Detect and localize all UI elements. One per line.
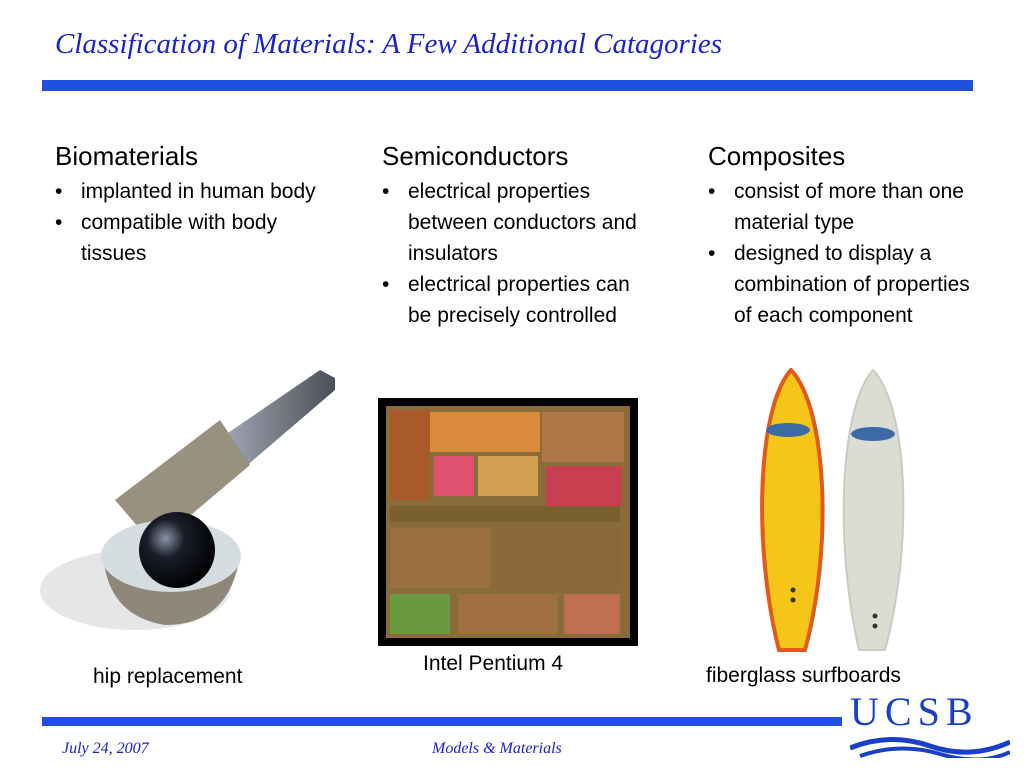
bullet-list: electrical properties between conductors…: [382, 176, 647, 331]
caption-hip-replacement: hip replacement: [93, 665, 243, 688]
wave-icon: [850, 737, 1010, 758]
pentium-die-image: [378, 398, 638, 646]
footer-rule: [42, 717, 842, 726]
slide-title: Classification of Materials: A Few Addit…: [55, 28, 723, 60]
bullet-item: electrical properties between conductors…: [382, 176, 647, 269]
column-heading: Semiconductors: [382, 141, 569, 171]
title-rule: [42, 80, 973, 91]
bullet-list: implanted in human body compatible with …: [55, 176, 325, 269]
column-heading: Biomaterials: [55, 141, 199, 171]
footer-date: July 24, 2007: [62, 740, 149, 757]
bullet-item: electrical properties can be precisely c…: [382, 269, 647, 331]
bullet-item: compatible with body tissues: [55, 207, 325, 269]
surfboards-image: [760, 368, 905, 652]
column-composites: Composites consist of more than one mate…: [708, 140, 973, 331]
hip-replacement-image: [40, 370, 335, 630]
bullet-item: consist of more than one material type: [708, 176, 973, 238]
bullet-list: consist of more than one material type d…: [708, 176, 973, 331]
column-biomaterials: Biomaterials implanted in human body com…: [55, 140, 325, 269]
footer-title: Models & Materials: [432, 740, 562, 757]
caption-surfboards: fiberglass surfboards: [706, 664, 901, 687]
bullet-item: designed to display a combination of pro…: [708, 238, 973, 331]
column-heading: Composites: [708, 141, 846, 171]
caption-pentium: Intel Pentium 4: [423, 652, 564, 675]
ucsb-logo: UCSB: [850, 688, 1010, 758]
logo-text: UCSB: [850, 689, 979, 734]
column-semiconductors: Semiconductors electrical properties bet…: [382, 140, 647, 331]
bullet-item: implanted in human body: [55, 176, 325, 207]
